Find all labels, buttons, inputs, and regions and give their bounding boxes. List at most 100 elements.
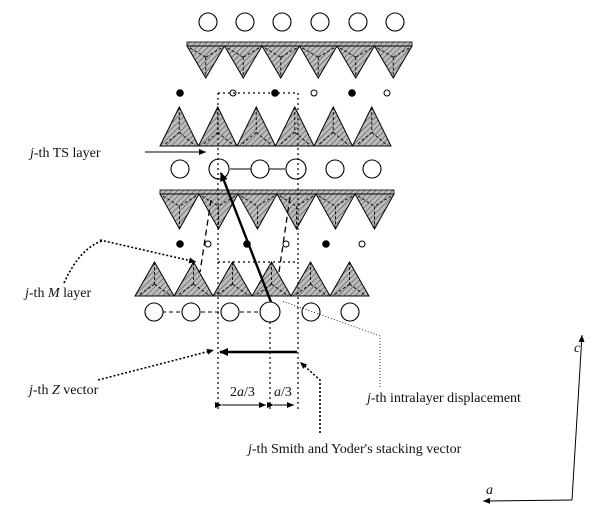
tetrahedron-edge: [202, 132, 219, 146]
tetrahedron-edge: [257, 195, 275, 207]
atom-circle: [250, 159, 270, 179]
tetrahedron-edge: [177, 283, 194, 296]
dimension-one-third-label: a/3: [274, 385, 292, 400]
tetrahedron-edge: [240, 132, 257, 146]
tetrahedron-edge: [393, 47, 410, 58]
tetrahedron-edge: [216, 283, 233, 296]
tetrahedron-edge: [232, 283, 249, 296]
ts-layer-label: j-th TS layer: [28, 146, 101, 161]
tetrahedron: [159, 105, 200, 147]
tetrahedron: [261, 45, 301, 79]
tetrahedron-edge: [154, 283, 171, 296]
tetrahedron-edge: [264, 47, 281, 58]
tetrahedron-edge: [310, 283, 327, 296]
tetrahedron-edge: [349, 283, 366, 296]
atom-circle: [301, 302, 321, 322]
smith-yoder-stacking-vector: [219, 172, 273, 303]
atom-circle: [362, 159, 382, 179]
tetrahedron-edge: [217, 132, 234, 146]
open-atom: [282, 240, 290, 248]
atom-circle: [181, 302, 201, 322]
atom-circle: [310, 12, 330, 32]
tetrahedron-edge: [377, 47, 394, 58]
tetrahedron-edge: [201, 195, 219, 207]
tetrahedron-edge: [205, 47, 222, 58]
tetrahedron-edge: [163, 132, 180, 146]
tetrahedra-base-band: [159, 189, 395, 195]
tetrahedron-edge: [218, 195, 236, 207]
tetrahedron-edge: [318, 47, 335, 58]
tetrahedron-edge: [138, 283, 155, 296]
tetrahedron-edge: [193, 283, 210, 296]
tetrahedron: [236, 105, 277, 147]
atom-circle: [348, 12, 368, 32]
tetrahedron-edge: [339, 47, 356, 58]
label-pointers: [63, 149, 381, 433]
tetrahedron-edge: [374, 195, 392, 207]
tetrahedron-edge: [371, 132, 388, 146]
tetrahedron: [351, 105, 392, 147]
atom-circle: [198, 12, 218, 32]
tetrahedron-edge: [296, 195, 314, 207]
axis-a-label: a: [486, 483, 493, 498]
filled-atom: [322, 240, 330, 248]
tetrahedra-row-ts-lower-inverted: [159, 189, 395, 231]
tetrahedron-edge: [355, 47, 372, 58]
filled-atom: [176, 240, 184, 248]
tetrahedron-edge: [356, 132, 373, 146]
open-atom: [358, 240, 366, 248]
tetrahedron: [298, 45, 338, 79]
tetrahedron: [197, 105, 238, 147]
tetrahedra-row-top-inverted: [186, 41, 413, 79]
axis-c-label: c: [574, 341, 581, 356]
atom-circle: [170, 159, 190, 179]
tetrahedron-edge: [302, 47, 319, 58]
atom-circle: [144, 302, 164, 322]
ts-layer-atom-row: [170, 158, 382, 180]
tetrahedron-edge: [357, 195, 375, 207]
tetrahedron-edge: [280, 47, 297, 58]
atom-circle: [340, 302, 360, 322]
tetrahedron-edge: [333, 283, 350, 296]
crystal-axes: [482, 334, 585, 504]
z-vector-label: j-th Z vector: [27, 383, 99, 398]
atom-circle: [385, 12, 405, 32]
dimension-two-thirds-label: 2a/3: [230, 385, 255, 400]
filled-atom: [176, 89, 184, 97]
tetrahedron-edge: [179, 195, 197, 207]
open-atom: [204, 240, 212, 248]
tetrahedron-edge: [332, 132, 349, 146]
m-layer-label: j-th M layer: [23, 286, 91, 301]
top-atom-row: [198, 12, 405, 32]
tetrahedra-base-band: [186, 41, 413, 47]
tetrahedron-edge: [243, 47, 260, 58]
tetrahedron: [274, 105, 315, 147]
tetrahedra-row-m-layer: [134, 260, 370, 297]
tetrahedron-edge: [294, 132, 311, 146]
atom-circle: [285, 158, 307, 180]
tetrahedron: [336, 45, 376, 79]
atom-circle: [235, 12, 255, 32]
atom-circle: [272, 12, 292, 32]
tetrahedra-row-ts-upper: [159, 105, 392, 147]
tetrahedron-edge: [178, 132, 195, 146]
dotted-unit-cell: [217, 92, 299, 410]
tetrahedron-edge: [317, 132, 334, 146]
open-atom: [310, 89, 318, 97]
tetrahedron: [223, 45, 263, 79]
tetrahedron-edge: [255, 283, 272, 296]
tetrahedron-edge: [279, 132, 296, 146]
tetrahedron-edge: [162, 195, 180, 207]
filled-atom: [348, 89, 356, 97]
interlayer-atom-row-bottom: [176, 240, 366, 248]
atom-circle: [220, 302, 240, 322]
tetrahedron-edge: [279, 195, 297, 207]
tetrahedron: [313, 105, 354, 147]
tetrahedron-edge: [318, 195, 336, 207]
atom-circle: [208, 158, 230, 180]
smith-yoder-label: j-th Smith and Yoder's stacking vector: [246, 442, 462, 457]
tetrahedron-edge: [227, 47, 244, 58]
tetrahedron-edge: [189, 47, 206, 58]
atom-circle: [325, 159, 345, 179]
